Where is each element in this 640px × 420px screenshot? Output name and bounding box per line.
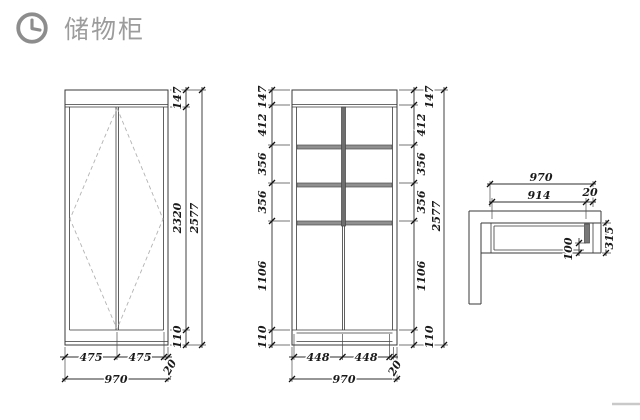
clock-hands <box>30 18 42 32</box>
cabinet-plan-lines <box>490 223 594 253</box>
dim-label: 20 <box>385 358 405 379</box>
dim-label: 970 <box>105 373 128 386</box>
dim-label: 448 <box>307 351 330 364</box>
dim-label: 1106 <box>415 260 428 291</box>
dim-label: 356 <box>256 152 269 175</box>
dim-label: 2577 <box>430 200 443 232</box>
dim-label: 356 <box>415 190 428 213</box>
top-band-lines <box>65 104 168 108</box>
dimension-ticks <box>486 180 610 257</box>
page-title: 储物柜 <box>64 15 146 44</box>
plinth-lines <box>292 329 397 342</box>
clock-face <box>16 12 48 44</box>
dim-label: 970 <box>333 373 356 386</box>
dim-label: 315 <box>603 227 616 250</box>
dim-label: 475 <box>80 351 103 364</box>
dim-label: 100 <box>562 237 575 260</box>
center-divider-upper <box>341 106 346 227</box>
extension-lines <box>268 89 448 382</box>
dim-label: 110 <box>171 325 184 348</box>
dimension-ticks <box>61 86 206 383</box>
front-elevation-view: 147 2320 110 2577 475 475 20 970 <box>60 85 206 388</box>
dim-label: 356 <box>256 190 269 213</box>
center-divider-lower <box>342 226 345 330</box>
dim-label: 356 <box>415 152 428 175</box>
dim-label: 110 <box>256 325 269 348</box>
dim-label: 448 <box>355 351 378 364</box>
dim-label: 147 <box>256 85 269 108</box>
side-panel-section <box>584 223 590 244</box>
side-panel-lines <box>296 107 393 330</box>
dim-label: 147 <box>423 85 436 108</box>
door-split-lines <box>115 107 119 330</box>
cabinet-outline <box>291 89 398 346</box>
dimension-lines <box>271 87 445 380</box>
dim-label: 412 <box>415 113 428 136</box>
header: 储物柜 <box>14 10 145 46</box>
dim-label: 970 <box>530 171 553 184</box>
plan-section-view: 970 20 914 315 100 <box>468 170 618 305</box>
clock-icon <box>16 12 48 44</box>
dim-label: 110 <box>423 325 436 348</box>
dim-label: 1106 <box>256 260 269 291</box>
cabinet-outline <box>64 89 169 346</box>
wall-outline <box>468 210 602 305</box>
plinth-lines <box>65 329 168 342</box>
dim-label: 475 <box>129 351 152 364</box>
top-band-lines <box>292 104 397 108</box>
dim-label: 2320 <box>171 202 184 234</box>
dim-label: 412 <box>256 113 269 136</box>
dimension-lines <box>60 87 203 380</box>
side-panel-lines <box>69 107 164 330</box>
dim-label: 20 <box>160 357 180 378</box>
door-swing-dashes <box>69 107 164 330</box>
extension-lines <box>64 89 206 382</box>
internal-elevation-view: 147 412 356 356 1106 110 147 412 356 356… <box>255 84 448 388</box>
dimension-ticks <box>268 86 448 383</box>
dim-label: 20 <box>581 186 598 199</box>
dim-label: 2577 <box>188 202 201 234</box>
dim-label: 914 <box>528 189 551 202</box>
dimension-lines <box>487 183 607 256</box>
dim-label: 147 <box>171 86 184 109</box>
